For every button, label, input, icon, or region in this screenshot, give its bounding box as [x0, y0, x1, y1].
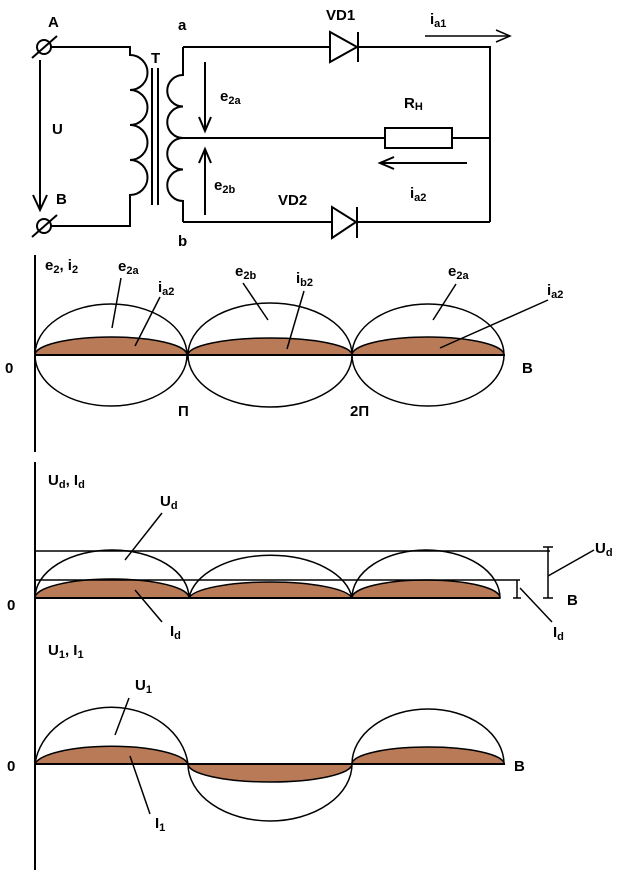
terminal-a-label: A — [48, 14, 59, 31]
node-b-label: b — [178, 233, 187, 250]
graph1-e2a-label-2: e2a — [448, 263, 469, 282]
graph2-voltage-arch-2 — [188, 554, 353, 599]
graph2-id-level-leader — [519, 587, 553, 623]
ia2-arrow — [377, 156, 467, 170]
graph3-axis-label: U1, I1 — [48, 642, 84, 661]
graph1-two-pi: 2П — [350, 403, 369, 420]
graph3-u1-label: U1 — [135, 677, 152, 696]
voltage-arrow — [32, 60, 48, 213]
transformer-core — [151, 68, 159, 205]
graph3-voltage-arch-2 — [187, 763, 353, 822]
graph3-current-pulse-1 — [33, 745, 190, 765]
graph2-id-leader — [134, 589, 163, 623]
graph2-voltage-arch-1 — [34, 549, 190, 599]
e2a-arrow — [198, 62, 212, 134]
e2b-arrow — [198, 146, 212, 215]
transformer-label: T — [151, 50, 160, 67]
e2a-label: e2a — [220, 88, 241, 107]
top-wire — [183, 46, 491, 222]
vd1-label: VD1 — [326, 7, 355, 24]
graph3-current-pulse-3 — [351, 746, 505, 765]
graph3-current-pulse-2 — [187, 763, 353, 783]
graph3-voltage-arch-3 — [351, 708, 505, 765]
graph3-origin: 0 — [7, 758, 15, 775]
diode-vd2 — [331, 205, 358, 240]
graph1-axis-label: e2, i2 — [45, 257, 78, 276]
graph1-ia2-leader — [134, 296, 161, 347]
graph2-ud-dimension — [543, 546, 553, 599]
graph1-ia2-leader-2 — [439, 299, 549, 349]
graph-rectified: Ud, Id 0 B Ud Id Ud Id — [7, 462, 613, 648]
primary-winding — [51, 46, 149, 227]
graph2-ud-leader — [124, 512, 163, 561]
terminal-b-label: B — [56, 191, 67, 208]
graph2-voltage-arch-3 — [351, 549, 501, 599]
graph3-i1-leader — [129, 755, 151, 815]
graph-primary: U1, I1 0 B U1 I1 — [7, 640, 525, 870]
graph2-axis-label: Ud, Id — [48, 472, 85, 491]
graph2-ud-label: Ud — [160, 493, 178, 512]
diode-vd1 — [329, 30, 360, 64]
graph1-e2b-label: e2b — [235, 263, 256, 282]
voltage-label: U — [52, 121, 63, 138]
graph1-ib2-label: ib2 — [296, 270, 313, 289]
graph1-ia2-pulse — [34, 336, 188, 356]
graph2-id-dimension — [513, 580, 521, 599]
graph1-end: B — [522, 360, 533, 377]
graph2-origin: 0 — [7, 597, 15, 614]
circuit: A B U T a b e2a e2b — [31, 7, 512, 250]
graph2-id-level-label: Id — [553, 624, 564, 643]
ia1-label: ia1 — [430, 11, 446, 30]
graph1-ib2-pulse — [187, 337, 353, 356]
graph1-e2a-leader-2 — [432, 283, 457, 321]
e2b-label: e2b — [214, 177, 235, 196]
graph-secondary: e2, i2 0 П 2П B e2a ia2 e2b ib2 e2a ia2 — [5, 255, 563, 452]
graph3-end: B — [514, 758, 525, 775]
graph1-ia2-label: ia2 — [158, 279, 174, 298]
graph1-e2a-label: e2a — [118, 258, 139, 277]
load-resistor — [384, 127, 453, 149]
graph1-e2a-leader — [111, 277, 122, 329]
graph2-ud-level-leader — [547, 549, 595, 577]
graph1-ib2-leader — [286, 290, 305, 350]
graph3-u1-leader — [114, 697, 130, 736]
ia2-label: ia2 — [410, 185, 426, 204]
graph1-ia2-pulse-2 — [351, 336, 505, 356]
graph3-i1-label: I1 — [155, 815, 165, 834]
graph2-ud-level-label: Ud — [595, 540, 613, 559]
graph1-pi: П — [178, 403, 189, 420]
load-label: RH — [404, 95, 423, 113]
graph2-id-label: Id — [170, 623, 181, 642]
ia1-arrow — [425, 29, 512, 43]
graph2-current-pulse-2 — [187, 581, 354, 599]
graph1-e2b-leader — [242, 282, 269, 321]
node-a-label: a — [178, 17, 187, 34]
graph1-ia2-label-2: ia2 — [547, 282, 563, 301]
graph2-current-pulse-1 — [34, 578, 190, 599]
graph2-end: B — [567, 592, 578, 609]
graph3-voltage-arch-1 — [34, 706, 189, 765]
vd2-label: VD2 — [278, 192, 307, 209]
graph1-origin: 0 — [5, 360, 13, 377]
